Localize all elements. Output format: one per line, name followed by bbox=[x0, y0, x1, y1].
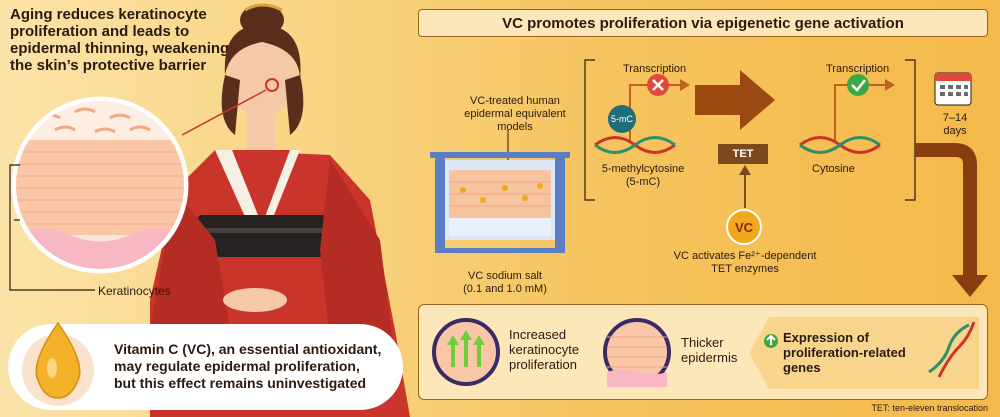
vc-circle-icon: VC bbox=[726, 209, 762, 245]
vc-statement-line: Vitamin C (VC), an essential antioxidant… bbox=[114, 341, 382, 357]
five-mc-badge: 5-mC bbox=[608, 105, 636, 133]
stratum-corneum bbox=[16, 101, 184, 140]
result-line: Thicker bbox=[681, 335, 724, 350]
result-line: epidermis bbox=[681, 350, 738, 365]
insert-wall-left bbox=[435, 158, 445, 253]
salt-label-line: VC sodium salt bbox=[468, 270, 542, 282]
drop-highlight bbox=[47, 358, 57, 378]
dna-helix-right bbox=[799, 136, 881, 154]
arrowhead bbox=[739, 165, 751, 175]
tissue-cells bbox=[449, 181, 551, 207]
proliferation-icon bbox=[432, 318, 500, 386]
dna-helix-left bbox=[594, 136, 676, 154]
insert-base bbox=[435, 248, 565, 253]
panel-title: VC promotes proliferation via epigenetic… bbox=[418, 9, 988, 37]
vc-statement: Vitamin C (VC), an essential antioxidant… bbox=[114, 341, 381, 392]
cytosine-label: Cytosine bbox=[812, 163, 855, 175]
membrane bbox=[449, 218, 551, 236]
results-panel: Increased keratinocyte proliferation Thi… bbox=[418, 304, 988, 400]
transcription-label-right: Transcription bbox=[826, 63, 890, 75]
increased-proliferation-label: Increased keratinocyte proliferation bbox=[509, 327, 579, 372]
vc-statement-line: may regulate epidermal proliferation, bbox=[114, 358, 360, 374]
expression-label: Expression of proliferation-related gene… bbox=[783, 330, 906, 375]
hands bbox=[223, 288, 287, 312]
thicker-epidermis-icon bbox=[603, 318, 671, 387]
salt-label: VC sodium salt (0.1 and 1.0 mM) bbox=[430, 270, 580, 296]
kimono-collar-inner bbox=[232, 150, 290, 225]
model-label: VC-treated human epidermal equivalent mo… bbox=[440, 95, 590, 134]
headline-line: proliferation and leads to bbox=[10, 23, 190, 40]
arrowhead bbox=[885, 79, 895, 91]
calendar-icon bbox=[934, 72, 972, 106]
hair-side bbox=[285, 75, 304, 135]
oil-drop bbox=[35, 321, 81, 399]
headline-line: epidermal thinning, weakening bbox=[10, 40, 230, 57]
model-label-line: models bbox=[497, 121, 533, 133]
hair-bun bbox=[240, 4, 284, 36]
result-line: Expression of bbox=[783, 330, 869, 345]
model-label-line: VC-treated human bbox=[470, 95, 560, 107]
vc-activates-label: VC activates Fe²⁺-dependent TET enzymes bbox=[670, 250, 820, 276]
salt-label-line: (0.1 and 1.0 mM) bbox=[463, 283, 547, 295]
skin-cross-section bbox=[16, 101, 184, 269]
vc-droplet-icon bbox=[22, 321, 94, 406]
result-line: proliferation-related bbox=[783, 345, 906, 360]
model-label-line: epidermal equivalent bbox=[464, 108, 566, 120]
face bbox=[227, 33, 297, 117]
obi-belt bbox=[198, 215, 348, 257]
keratinocytes-label: Keratinocytes bbox=[98, 284, 171, 298]
thicker-epidermis-label: Thicker epidermis bbox=[681, 335, 737, 365]
headline-line: Aging reduces keratinocyte bbox=[10, 6, 207, 23]
vc-statement-line: but this effect remains uninvestigated bbox=[114, 375, 367, 391]
vc-particles bbox=[460, 183, 543, 203]
arrowhead bbox=[952, 275, 988, 297]
big-down-arrow bbox=[915, 143, 977, 280]
hair-side bbox=[221, 75, 240, 135]
result-line: genes bbox=[783, 360, 821, 375]
arrowhead bbox=[680, 79, 690, 91]
keratinocyte-bracket bbox=[9, 164, 95, 291]
insert-wall-right bbox=[555, 158, 565, 253]
five-mc-label-line: (5-mC) bbox=[625, 176, 661, 188]
vc-activates-line: VC activates Fe²⁺-dependent bbox=[673, 250, 817, 262]
hair bbox=[224, 25, 301, 80]
dna-helix-bottom bbox=[928, 321, 976, 378]
result-line: keratinocyte bbox=[509, 342, 580, 357]
expression-banner bbox=[749, 317, 979, 389]
obi-stripe bbox=[198, 228, 348, 233]
headline-line: the skin’s protective barrier bbox=[10, 57, 207, 74]
hair-ornament bbox=[244, 3, 283, 12]
result-line: Increased bbox=[509, 327, 567, 342]
tet-box: TET bbox=[718, 144, 768, 164]
days-label-line: days bbox=[943, 125, 967, 137]
left-bracket bbox=[584, 59, 595, 201]
x-mark bbox=[652, 79, 664, 91]
check-icon bbox=[847, 74, 869, 96]
big-arrow bbox=[695, 70, 775, 130]
transcription-label-left: Transcription bbox=[623, 63, 687, 75]
five-mc-label-line: 5-methylcytosine bbox=[601, 163, 685, 175]
days-label: 7–14 days bbox=[930, 112, 980, 138]
cell-grid bbox=[16, 151, 184, 225]
five-mc-label: 5-methylcytosine (5-mC) bbox=[588, 163, 698, 189]
result-line: proliferation bbox=[509, 357, 577, 372]
footnote: TET: ten-eleven translocation bbox=[871, 403, 988, 413]
check-mark bbox=[851, 79, 866, 92]
insert-rim bbox=[430, 152, 570, 158]
right-bracket bbox=[905, 59, 916, 201]
headline: Aging reduces keratinocyte proliferation… bbox=[10, 6, 310, 74]
cheek-marker bbox=[265, 78, 279, 92]
days-label-line: 7–14 bbox=[942, 112, 968, 124]
vc-activates-line: TET enzymes bbox=[711, 263, 779, 275]
vc-statement-box: Vitamin C (VC), an essential antioxidant… bbox=[8, 321, 403, 410]
culture-insert-icon bbox=[430, 130, 570, 253]
right-sleeve bbox=[320, 160, 395, 360]
pointer-line bbox=[181, 89, 267, 136]
